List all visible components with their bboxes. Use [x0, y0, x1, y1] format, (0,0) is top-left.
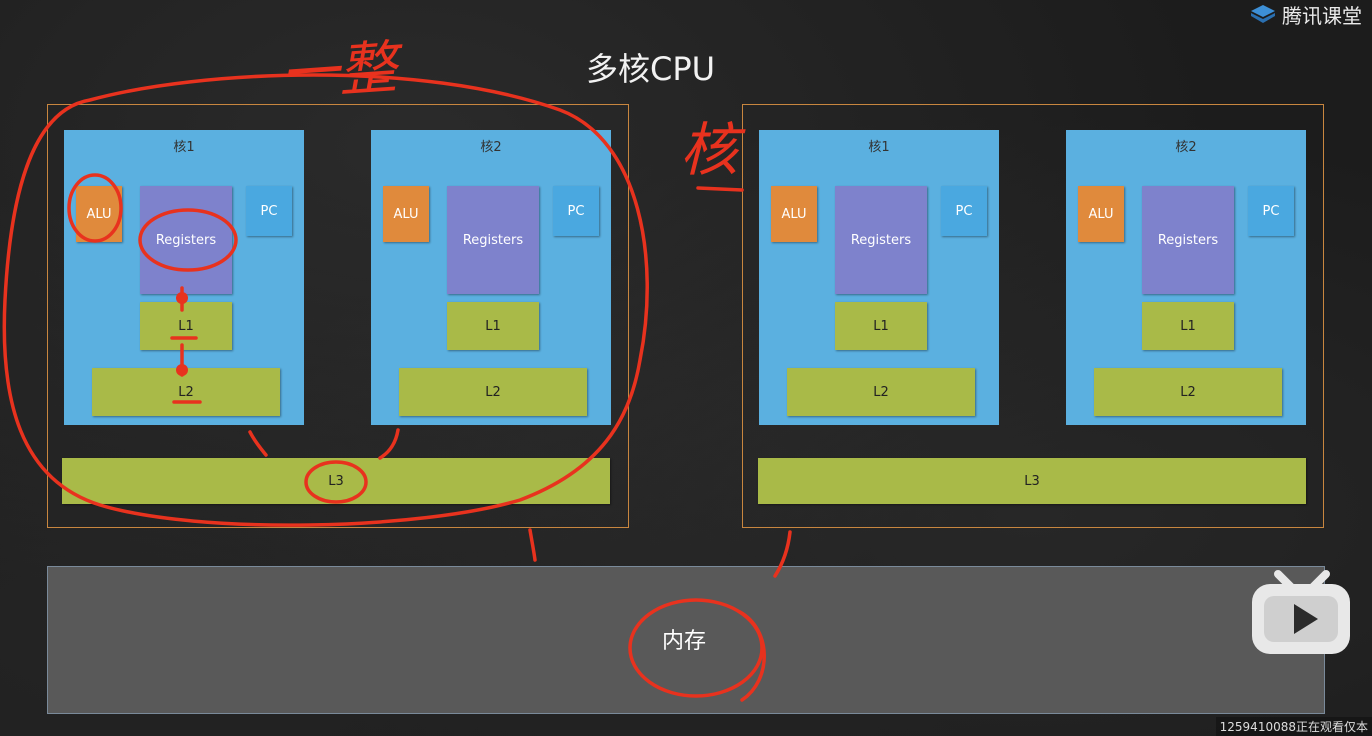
alu-block: ALU — [771, 186, 817, 242]
l3-cache: L3 — [62, 458, 610, 504]
main-memory: 内存 — [47, 566, 1325, 714]
registers-block: Registers — [140, 186, 232, 294]
l1-cache: L1 — [1142, 302, 1234, 350]
core-label: 核1 — [173, 140, 195, 155]
pc-block: PC — [246, 186, 292, 236]
l1-cache: L1 — [140, 302, 232, 350]
pc-block: PC — [1248, 186, 1294, 236]
registers-block: Registers — [835, 186, 927, 294]
connector-stroke — [528, 528, 537, 562]
l2-cache: L2 — [787, 368, 975, 416]
logo-text: 腾讯课堂 — [1282, 3, 1362, 28]
cpu-note-annotation: 一整 — [278, 32, 406, 108]
cpu1-core-2: 核2 ALU Registers PC L1 L2 — [371, 130, 611, 425]
memory-label: 内存 — [662, 629, 707, 654]
core-note-annotation: 核 — [680, 116, 746, 184]
cpu2-core-2: 核2 ALU Registers PC L1 L2 — [1066, 130, 1306, 425]
bilibili-play-icon[interactable] — [1248, 560, 1354, 656]
logo-icon — [1250, 4, 1276, 24]
alu-block: ALU — [76, 186, 122, 242]
pc-block: PC — [553, 186, 599, 236]
cpu-package-2 — [742, 104, 1324, 528]
registers-block: Registers — [447, 186, 539, 294]
pc-block: PC — [941, 186, 987, 236]
tencent-classroom-logo: 腾讯课堂 — [1250, 0, 1362, 28]
l3-cache: L3 — [758, 458, 1306, 504]
cpu1-core-1: 核1 ALU Registers PC L1 L2 — [64, 130, 304, 425]
alu-block: ALU — [383, 186, 429, 242]
l1-cache: L1 — [447, 302, 539, 350]
alu-block: ALU — [1078, 186, 1124, 242]
viewer-watermark: 1259410088正在观看仅本 — [1215, 717, 1372, 736]
l2-cache: L2 — [1094, 368, 1282, 416]
l2-cache: L2 — [399, 368, 587, 416]
l2-cache: L2 — [92, 368, 280, 416]
diagram-title: 多核CPU — [586, 50, 716, 88]
cpu2-core-1: 核1 ALU Registers PC L1 L2 — [759, 130, 999, 425]
l1-cache: L1 — [835, 302, 927, 350]
registers-block: Registers — [1142, 186, 1234, 294]
core-label: 核2 — [1175, 140, 1197, 155]
core-label: 核2 — [480, 140, 502, 155]
core-label: 核1 — [868, 140, 890, 155]
